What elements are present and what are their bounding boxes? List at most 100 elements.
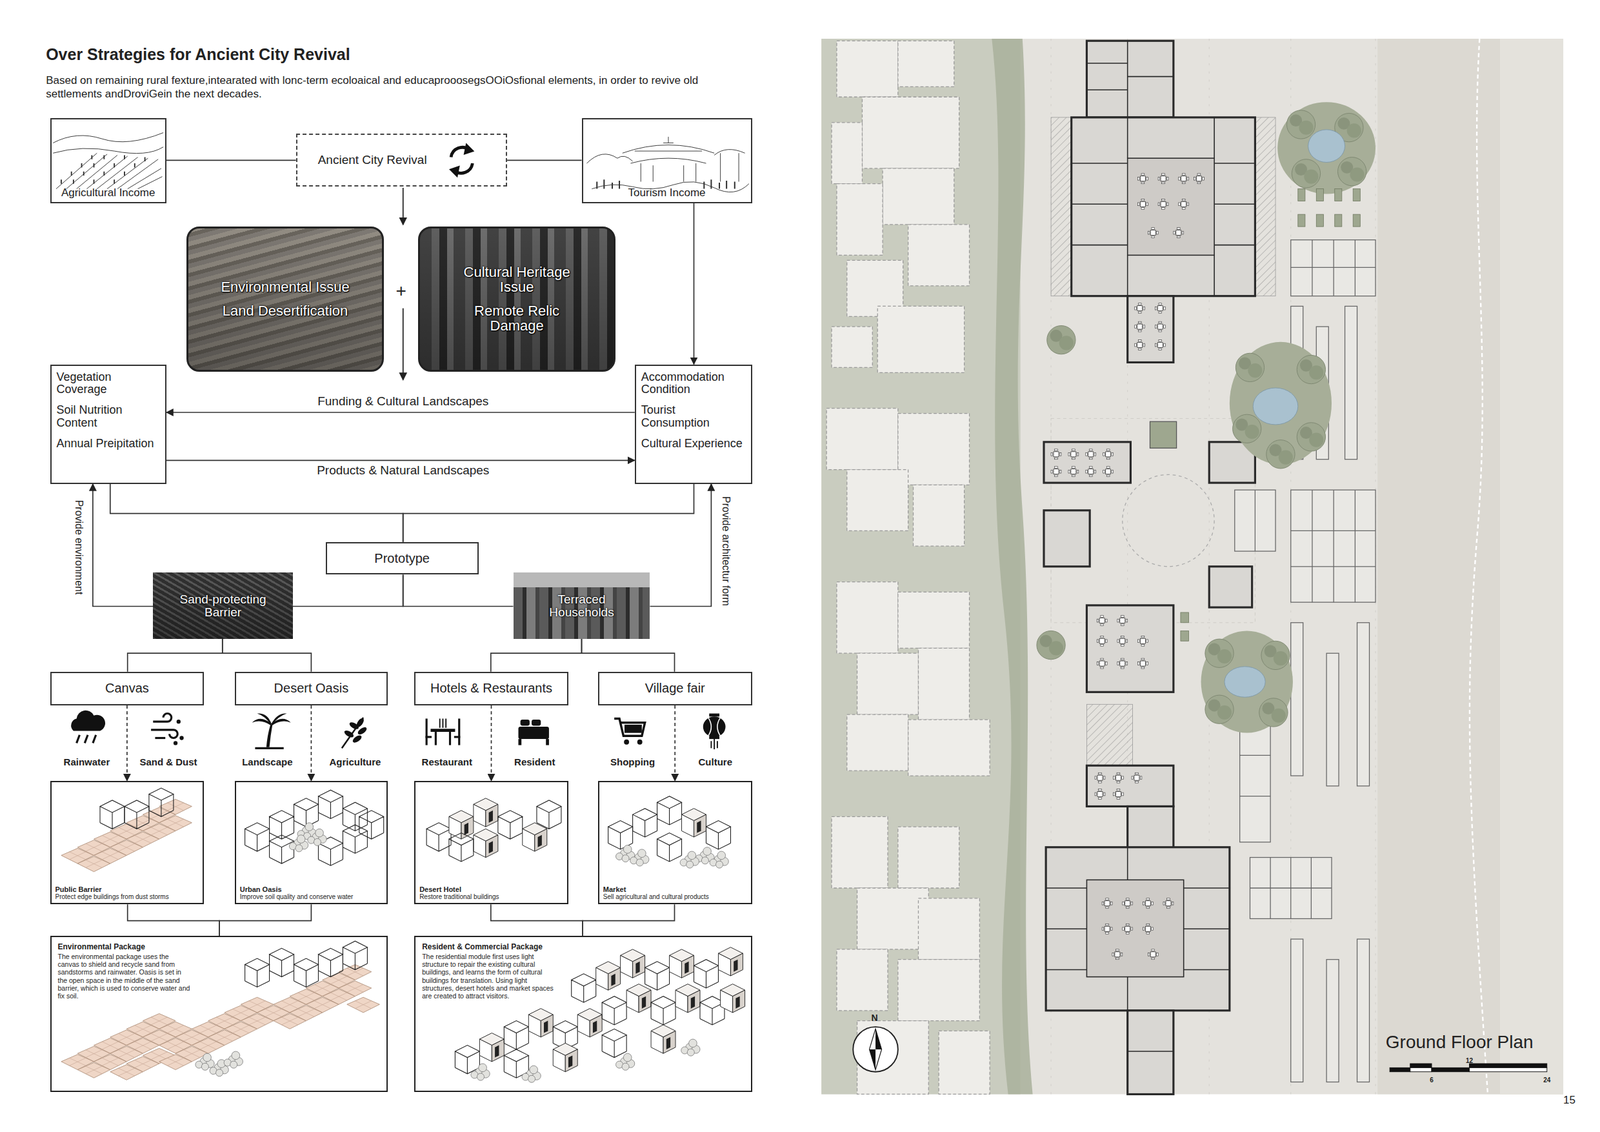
icon-bed <box>531 719 541 726</box>
oasis <box>1291 159 1320 188</box>
icon-lantern <box>709 735 720 739</box>
floor-plan <box>847 469 909 531</box>
factor-box: Accommodation ConditionTourist Consumpti… <box>634 364 753 484</box>
north-arrow <box>852 1026 899 1072</box>
floor-plan <box>831 326 873 368</box>
floor-plan <box>826 40 990 1094</box>
oasis <box>1235 352 1264 382</box>
scale-bar <box>1469 1063 1548 1068</box>
axon-market <box>705 820 731 850</box>
oasis <box>1316 214 1324 227</box>
node-text: Sell agricultural and cultural products <box>603 892 748 900</box>
plan-tables <box>1163 898 1174 909</box>
icon-label: Agriculture <box>329 755 381 767</box>
node-text: Desert Oasis <box>274 680 350 696</box>
axon-resident-package <box>675 983 700 1013</box>
floor-plan <box>918 898 980 960</box>
node-text: Remote Relic Damage <box>452 303 582 333</box>
connector <box>310 705 313 781</box>
axon-resident-package <box>645 961 670 990</box>
icon-wind <box>154 736 166 739</box>
icon-palm <box>271 712 288 725</box>
icon-palm <box>252 712 291 749</box>
oasis <box>1334 214 1342 227</box>
node-text: The environmental package uses the canva… <box>58 952 191 999</box>
plan-tables <box>1134 321 1146 332</box>
plan-tables <box>1113 789 1124 800</box>
node-text: Prototype <box>374 550 430 566</box>
axon-market <box>680 850 699 868</box>
icon-wheat <box>341 716 368 748</box>
connector <box>507 159 582 161</box>
floor-plan <box>898 959 980 1021</box>
icon-restaurant <box>430 728 455 732</box>
process-box: Ancient City Revival <box>296 133 508 187</box>
node-text: Agricultural Income <box>61 186 156 200</box>
floor-plan <box>836 949 888 1011</box>
scale-bar <box>1389 1063 1548 1072</box>
axon-resident-package <box>681 1038 700 1056</box>
plan-tables <box>1113 772 1124 783</box>
axon-market <box>709 850 729 868</box>
plan-tables <box>1068 466 1079 477</box>
floor-plan <box>991 38 1033 1094</box>
icon-cart <box>624 724 642 733</box>
plan-tables <box>1134 340 1146 351</box>
plan-tables <box>1158 198 1169 210</box>
floor-plan <box>1045 847 1230 1051</box>
node-text: Annual Preipitation <box>56 437 160 451</box>
process-box: Hotels & Restaurants <box>414 671 569 706</box>
plan-tables <box>1138 635 1149 646</box>
oasis <box>1205 694 1234 724</box>
oasis <box>1316 189 1324 202</box>
plan-tables <box>1147 227 1159 239</box>
node-text: The residential module first uses light … <box>421 952 555 999</box>
icon-wind <box>180 736 183 739</box>
icon-wheat <box>343 729 355 739</box>
plan-tables <box>1085 466 1097 477</box>
floor-plan <box>898 591 970 648</box>
icon-lantern <box>709 713 720 717</box>
floor-plan <box>1249 857 1332 919</box>
connector <box>292 574 404 607</box>
icon-cart <box>623 739 630 745</box>
oasis <box>1266 440 1295 469</box>
icon-wind <box>152 713 171 722</box>
axon-resident-package <box>503 1020 529 1050</box>
scale-number: 24 <box>1543 1076 1551 1084</box>
axon-urban-oasis <box>245 789 384 866</box>
axon-market <box>657 796 682 825</box>
axon-resident-package <box>577 1008 602 1037</box>
icon-lantern <box>708 717 721 736</box>
node-text: Tourist Consumption <box>641 403 746 430</box>
axon-desert-hotel <box>426 822 451 851</box>
photo-box: Environmental IssueLand Desertification <box>186 226 384 372</box>
connector <box>403 483 695 542</box>
icon-palm <box>257 712 272 725</box>
plan-tables <box>1117 635 1128 646</box>
axon-market <box>608 820 633 850</box>
floor-plan <box>1071 117 1256 297</box>
plan-tables <box>1096 615 1108 626</box>
axon-resident-package <box>596 961 621 990</box>
oasis <box>1352 214 1360 227</box>
plan-tables <box>1085 449 1097 460</box>
oasis <box>1286 110 1315 139</box>
plan-tables <box>1101 898 1113 909</box>
axon-urban-oasis <box>318 789 343 819</box>
connector <box>166 411 635 413</box>
floor-plan <box>908 719 991 776</box>
floor-plan <box>908 224 970 286</box>
plan-tables <box>1096 658 1108 669</box>
floor-plan <box>1469 38 1488 1094</box>
icon-label: Culture <box>698 755 733 767</box>
oasis <box>1338 157 1367 186</box>
plan-tables <box>1138 198 1149 210</box>
oasis <box>1149 421 1177 448</box>
node-text: Vegetation Coverage <box>56 370 160 397</box>
axon-desert-hotel <box>473 828 499 857</box>
node-text: Protect edge buildings from dust storms <box>55 892 200 900</box>
floor-plan <box>1127 805 1174 852</box>
icon-wheat <box>348 720 360 731</box>
axon-resident-package <box>616 1052 635 1070</box>
